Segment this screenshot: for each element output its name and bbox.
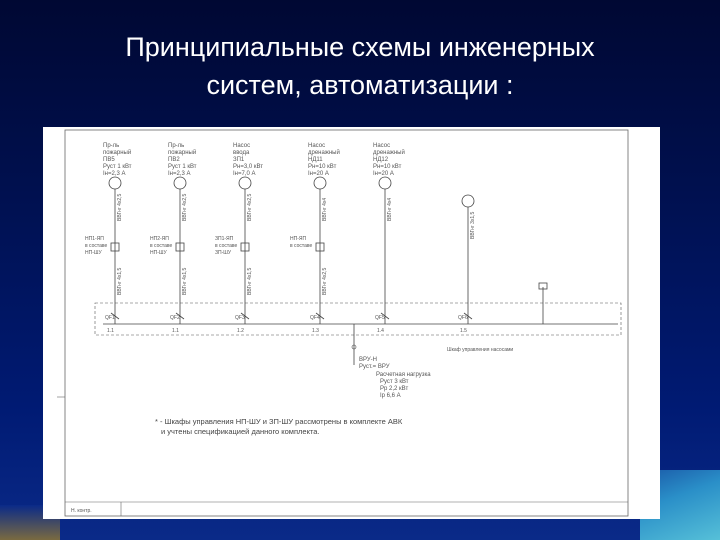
extra-tap-symbol <box>538 282 548 290</box>
breaker-label: QF6 <box>458 315 468 321</box>
stamp-label: Н. контр. <box>71 508 92 514</box>
bus-tap-label: 1.2 <box>237 328 244 334</box>
consumer-label-3: ПВ2 <box>168 157 180 163</box>
input-label-5: Рр 2,2 кВт <box>380 386 408 392</box>
breaker-symbol <box>463 312 473 320</box>
slide-title: Принципиальные схемы инженерных систем, … <box>0 28 720 104</box>
consumer-label-5: Iн=2,3 А <box>103 171 126 177</box>
bus-tap-label: 1.4 <box>377 328 384 334</box>
panel-label-3: НП-ШУ <box>85 250 102 256</box>
local-panel-symbol <box>175 242 185 252</box>
cable-label: ВВГнг 4х2,5 <box>247 193 253 221</box>
consumer-label-1: Пр-ль <box>103 143 119 149</box>
input-label-1: ВРУ-Н <box>359 357 377 363</box>
consumer-label-2: пожарный <box>103 149 131 156</box>
bus-tap-label: 1.3 <box>312 328 319 334</box>
cable-label-2: ВВГнг 4х1,5 <box>247 267 253 295</box>
cable-label: ВВГнг 3х1,5 <box>470 211 476 239</box>
motor-symbol <box>173 176 187 190</box>
bus-tap-label: 1.1 <box>107 328 114 334</box>
panel-label-1: НП-ЯП <box>290 236 306 242</box>
consumer-label-3: НД12 <box>373 157 389 163</box>
drawing-frame <box>64 129 629 517</box>
consumer-label-5: Iн=20 А <box>308 171 329 177</box>
consumer-label-1: Насос <box>308 143 325 149</box>
panel-label-2: в составе <box>150 243 172 249</box>
consumer-label-4: Рн=10 кВт <box>373 164 402 170</box>
consumer-label-5: Iн=20 А <box>373 171 394 177</box>
breaker-symbol <box>110 312 120 320</box>
consumer-label-4: Рн=10 кВт <box>308 164 337 170</box>
panel-label-2: в составе <box>290 243 312 249</box>
local-panel-symbol <box>110 242 120 252</box>
bus-tap-label: 1.1 <box>172 328 179 334</box>
consumer-label-1: Пр-ль <box>168 143 184 149</box>
consumer-label-2: пожарный <box>168 149 196 156</box>
consumer-label-5: Iн=2,3 А <box>168 171 191 177</box>
consumer-label-1: Насос <box>373 143 390 149</box>
input-label-3: Расчетная нагрузка <box>376 372 431 378</box>
breaker-label: QF5 <box>375 315 385 321</box>
consumer-label-5: Iн=7,0 А <box>233 171 256 177</box>
motor-symbol <box>238 176 252 190</box>
consumer-label-4: Руст 1 кВт <box>103 164 132 170</box>
consumer-label-4: Рн=3,0 кВт <box>233 164 263 170</box>
panel-label-3: НП-ШУ <box>150 250 167 256</box>
consumer-label-2: дренажный <box>308 149 340 156</box>
input-label-4: Руст 3 кВт <box>380 379 409 385</box>
slide-title-line-2: систем, автоматизации : <box>206 70 514 100</box>
cable-label: ВВГнг 4х2,5 <box>117 193 123 221</box>
consumer-label-2: дренажный <box>373 149 405 156</box>
panel-label-2: в составе <box>215 243 237 249</box>
consumer-label-3: ЗП1 <box>233 157 245 163</box>
breaker-label: QF4 <box>310 315 320 321</box>
local-panel-symbol <box>240 242 250 252</box>
cable-label-2: ВВГнг 4х1,5 <box>182 267 188 295</box>
cable-label-2: ВВГнг 4х1,5 <box>117 267 123 295</box>
input-breaker-symbol <box>351 344 357 350</box>
input-label-2: Руст.= ВРУ <box>359 364 390 370</box>
consumer-label-3: НД11 <box>308 157 323 163</box>
motor-symbol <box>461 194 475 208</box>
panel-label-1: НП2-ЯП <box>150 236 169 242</box>
panel-label-1: ЗП1-ЯП <box>215 236 234 242</box>
breaker-symbol <box>175 312 185 320</box>
footnote-line-1: * - Шкафы управления НП-ШУ и ЗП-ШУ рассм… <box>155 417 403 426</box>
breaker-symbol <box>315 312 325 320</box>
distribution-board-box <box>94 302 622 336</box>
slide-title-line-1: Принципиальные схемы инженерных <box>125 32 595 62</box>
breaker-label: QF1 <box>105 315 115 321</box>
consumer-label-1: Насос <box>233 143 250 149</box>
bus-tap-label: 1.5 <box>460 328 467 334</box>
motor-symbol <box>108 176 122 190</box>
cable-label-2: ВВГнг 4х2,5 <box>322 267 328 295</box>
motor-symbol <box>378 176 392 190</box>
breaker-label: QF3 <box>235 315 245 321</box>
consumer-label-4: Руст 1 кВт <box>168 164 197 170</box>
side-note: Шкаф управления насосами <box>447 347 513 353</box>
consumer-label-3: ПВ5 <box>103 157 115 163</box>
panel-label-1: НП1-ЯП <box>85 236 104 242</box>
breaker-symbol <box>240 312 250 320</box>
input-block: ВРУ-Н Руст.= ВРУ Расчетная нагрузка Руст… <box>359 357 431 399</box>
cable-label: ВВГнг 4х4 <box>387 198 393 221</box>
footnote-line-2: и учтены спецификацией данного комплекта… <box>161 427 320 436</box>
consumer-label-2: ввода <box>233 150 250 156</box>
input-label-6: Iр 6,6 А <box>380 393 401 399</box>
panel-label-2: в составе <box>85 243 107 249</box>
local-panel-symbol <box>315 242 325 252</box>
cable-label: ВВГнг 4х4 <box>322 198 328 221</box>
panel-label-3: ЗП-ШУ <box>215 250 232 256</box>
breaker-symbol <box>380 312 390 320</box>
breaker-label: QF2 <box>170 315 180 321</box>
motor-symbol <box>313 176 327 190</box>
cable-label: ВВГнг 4х2,5 <box>182 193 188 221</box>
